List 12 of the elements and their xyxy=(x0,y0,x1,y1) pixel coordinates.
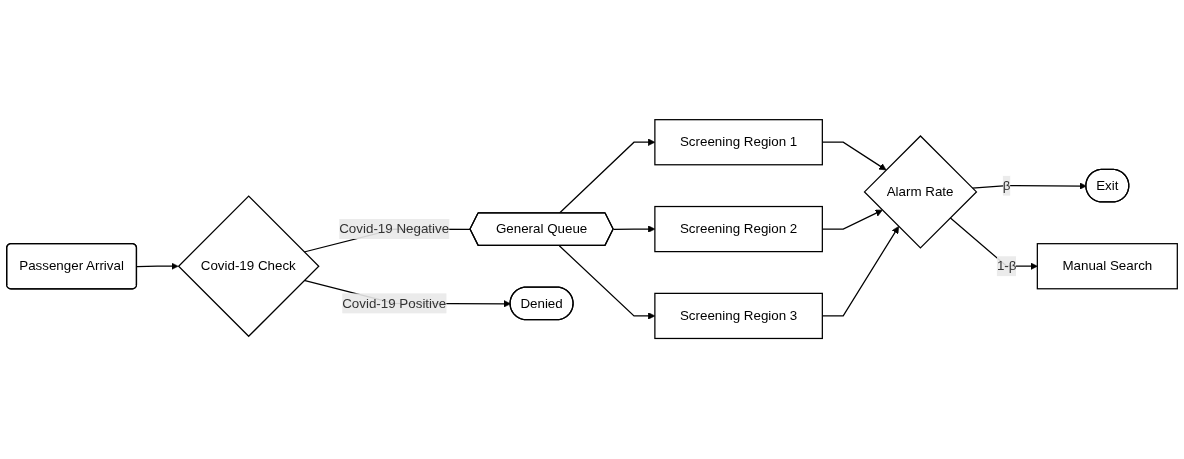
node-box: Screening Region 1 xyxy=(654,119,823,166)
node-box: Manual Search xyxy=(1036,243,1178,290)
edge-label: 1-β xyxy=(996,259,1017,274)
node-diamond: Covid-19 Check xyxy=(177,195,320,338)
arrow xyxy=(971,182,1087,191)
edge-label: Covid-19 Positive xyxy=(342,296,447,311)
edge-label: β xyxy=(1002,178,1011,193)
node-box: Screening Region 2 xyxy=(654,206,823,253)
edge-label: Covid-19 Negative xyxy=(339,221,450,237)
node-diamond: Alarm Rate xyxy=(863,135,978,250)
arrow xyxy=(136,263,179,271)
node-box: Screening Region 3 xyxy=(654,293,823,340)
